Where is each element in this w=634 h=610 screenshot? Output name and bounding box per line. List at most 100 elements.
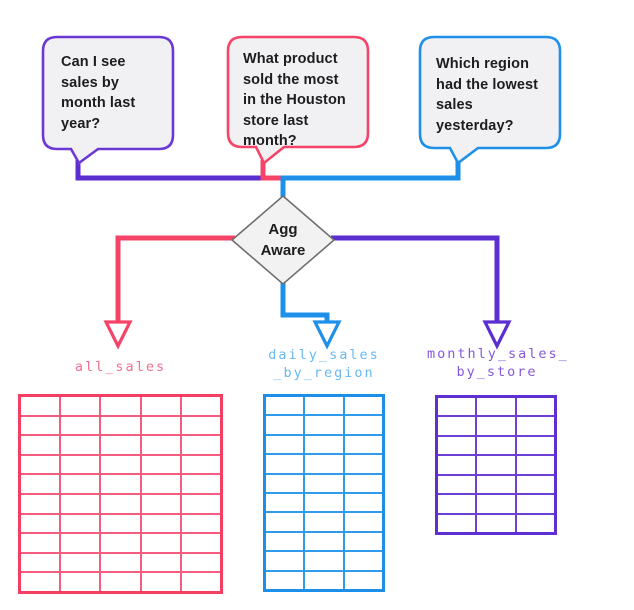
table-monthly-sales-by-store (435, 395, 557, 535)
speech-bubble-2-shape (226, 35, 370, 166)
connector-q1 (75, 160, 265, 181)
table-cell (181, 416, 220, 435)
table-cell (61, 397, 100, 415)
table-cell (141, 416, 180, 435)
arrowhead-monthly-sales-icon (482, 320, 512, 350)
table-cell (305, 532, 343, 551)
table-cell (266, 455, 304, 473)
table-cell (305, 474, 343, 492)
table-cell (438, 417, 476, 435)
table-cell (141, 397, 180, 415)
table-cell (516, 456, 554, 474)
table-cell (266, 416, 304, 434)
table-cell (438, 398, 476, 416)
table-cell (266, 513, 304, 531)
speech-bubble-3-shape (418, 35, 562, 165)
table-cell (101, 534, 140, 552)
arrowhead-daily-sales-icon (312, 320, 342, 350)
table-cell (516, 436, 554, 455)
table-cell (305, 571, 343, 589)
connector-q3 (280, 160, 461, 199)
table-cell (21, 397, 60, 415)
table-cell (266, 532, 304, 551)
table-cell (61, 514, 100, 533)
table-cell (516, 417, 554, 435)
table-label-all-sales: all_sales (18, 359, 223, 377)
table-cell (141, 573, 180, 591)
table-cell (266, 397, 304, 415)
table-cell (101, 397, 140, 415)
connector-q2 (260, 160, 286, 181)
table-cell (21, 534, 60, 552)
table-cell (305, 513, 343, 531)
table-cell (305, 455, 343, 473)
table-cell (61, 455, 100, 474)
table-cell (266, 552, 304, 570)
branch-monthly-sales (331, 235, 500, 322)
table-cell (61, 534, 100, 552)
table-label-all-sales-text: all_sales (74, 359, 167, 375)
table-cell (516, 475, 554, 494)
table-cell (21, 495, 60, 513)
table-cell (61, 495, 100, 513)
decision-diamond (230, 194, 336, 286)
table-cell (305, 493, 343, 512)
table-cell (344, 455, 382, 473)
table-cell (516, 398, 554, 416)
table-cell (305, 397, 343, 415)
table-daily-sales-by-region (263, 394, 385, 592)
table-all-sales (18, 394, 223, 594)
table-cell (181, 455, 220, 474)
table-cell (141, 495, 180, 513)
table-cell (438, 514, 476, 532)
table-cell (101, 573, 140, 591)
table-cell (344, 571, 382, 589)
table-cell (477, 456, 515, 474)
table-cell (141, 455, 180, 474)
table-cell (305, 552, 343, 570)
table-cell (101, 514, 140, 533)
table-cell (344, 513, 382, 531)
table-cell (266, 435, 304, 454)
table-cell (181, 436, 220, 454)
table-cell (181, 514, 220, 533)
table-cell (141, 553, 180, 572)
table-label-daily-sales: daily_sales _by_region (268, 347, 380, 381)
table-cell (266, 493, 304, 512)
table-cell (61, 475, 100, 493)
table-cell (181, 573, 220, 591)
table-cell (141, 436, 180, 454)
arrowhead-all-sales-icon (103, 320, 133, 350)
table-cell (101, 475, 140, 493)
table-cell (477, 514, 515, 532)
table-cell (181, 553, 220, 572)
table-cell (61, 436, 100, 454)
table-cell (181, 534, 220, 552)
speech-bubble-1-shape (41, 35, 175, 165)
table-cell (181, 397, 220, 415)
table-cell (438, 495, 476, 513)
table-cell (438, 456, 476, 474)
table-cell (21, 553, 60, 572)
table-cell (438, 436, 476, 455)
decision-label: Agg Aware (260, 221, 306, 259)
table-cell (344, 397, 382, 415)
table-cell (344, 474, 382, 492)
table-cell (305, 435, 343, 454)
table-cell (101, 436, 140, 454)
table-cell (344, 552, 382, 570)
table-cell (516, 514, 554, 532)
table-cell (516, 495, 554, 513)
table-cell (101, 455, 140, 474)
branch-all-sales (115, 235, 235, 322)
speech-bubble-3-text: Which region had the lowest sales yester… (436, 56, 539, 134)
table-cell (305, 416, 343, 434)
table-cell (344, 493, 382, 512)
table-cell (477, 495, 515, 513)
table-cell (101, 416, 140, 435)
table-cell (266, 474, 304, 492)
table-cell (101, 553, 140, 572)
table-cell (141, 534, 180, 552)
